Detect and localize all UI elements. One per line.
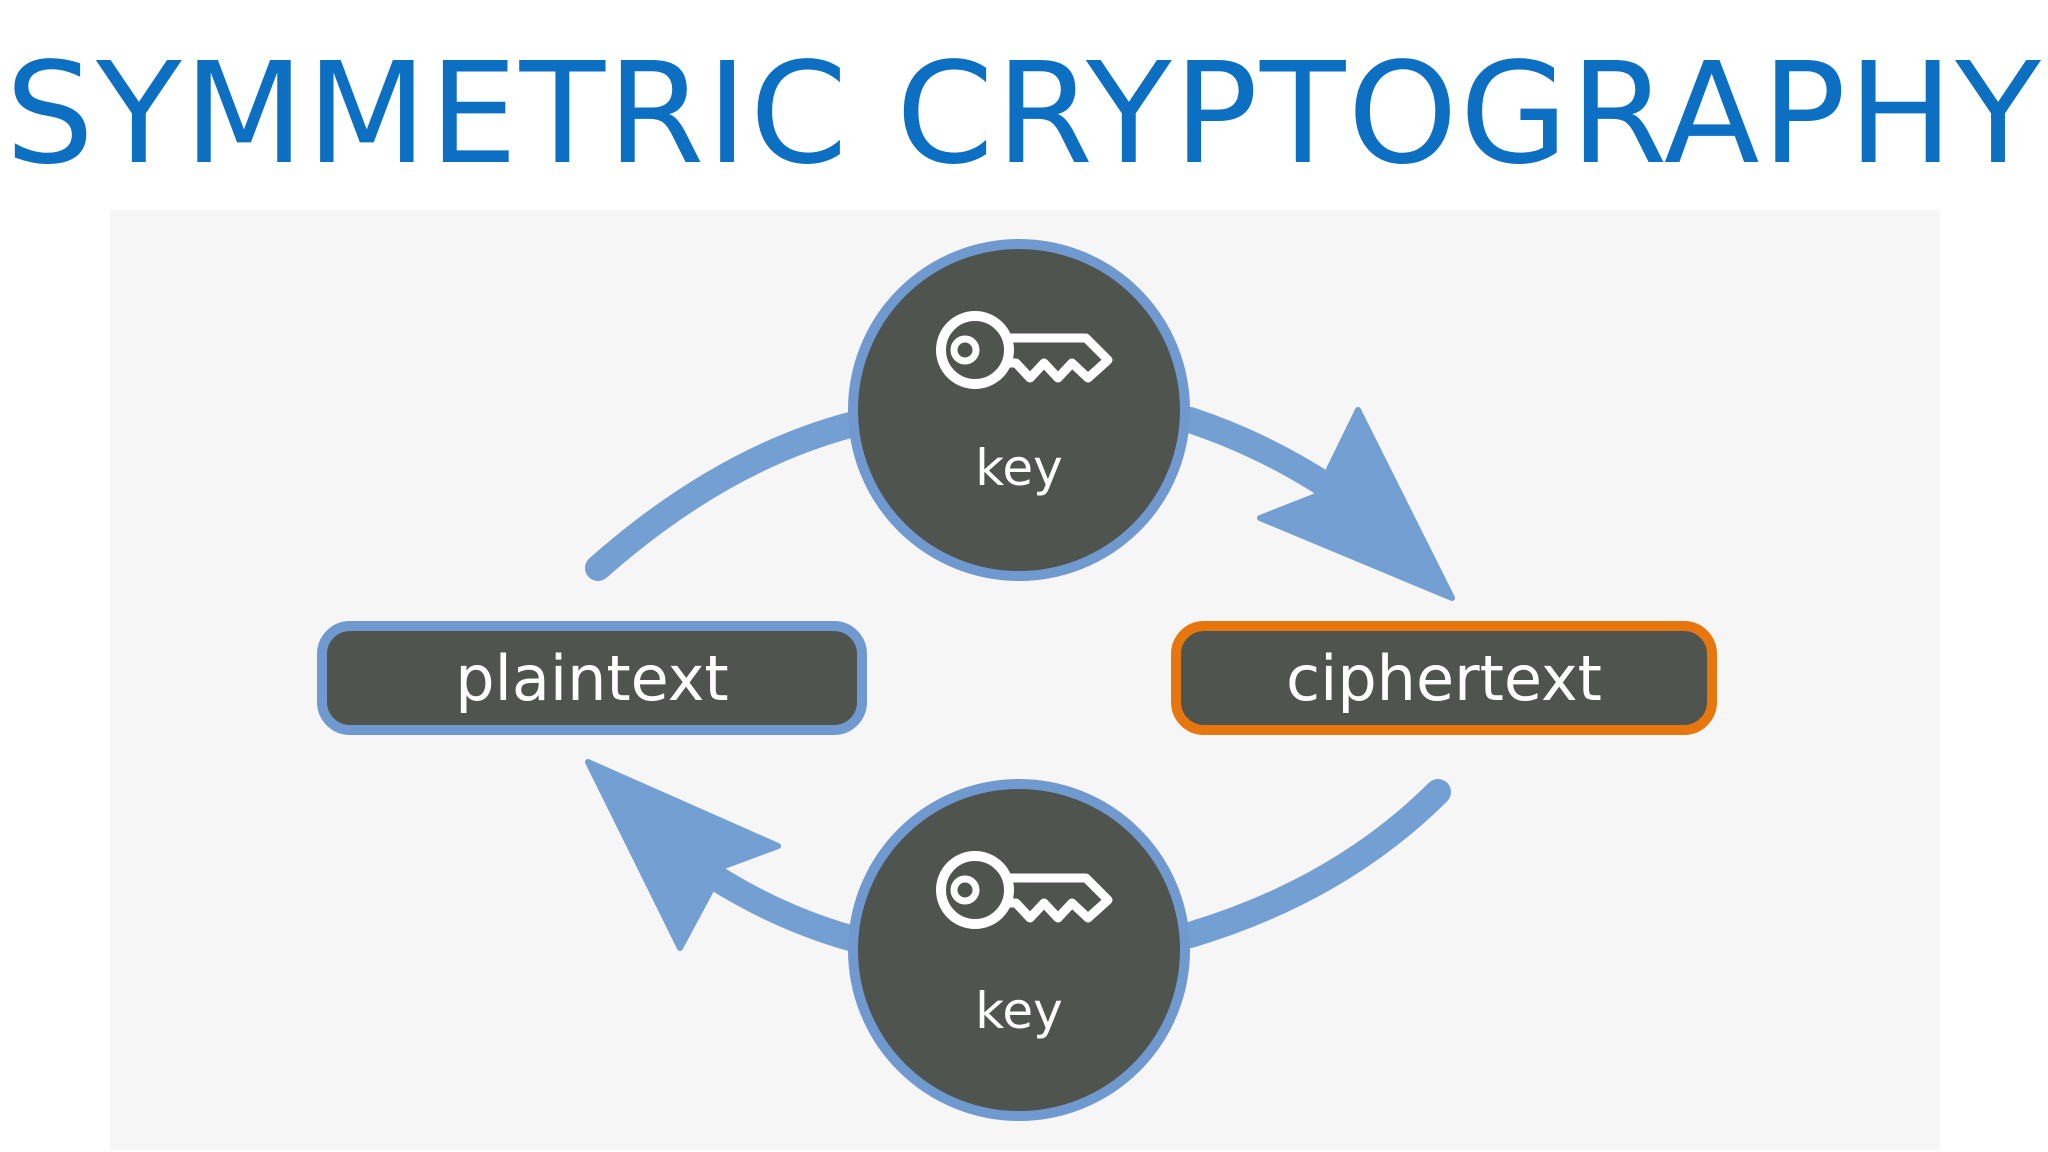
- ciphertext-node: ciphertext: [1171, 621, 1717, 735]
- key-node-bottom: key: [848, 779, 1190, 1121]
- key-icon: [936, 851, 1113, 929]
- ciphertext-label: ciphertext: [1286, 642, 1602, 715]
- encrypt-arrowhead: [1257, 407, 1455, 601]
- encrypt-arrow: [585, 407, 1455, 601]
- decrypt-arrow-arc: [703, 779, 1451, 951]
- plaintext-label: plaintext: [455, 642, 728, 715]
- key-icon: [936, 311, 1113, 389]
- decrypt-arrowhead: [585, 759, 781, 951]
- diagram-title: SYMMETRIC CRYPTOGRAPHY: [5, 33, 2043, 196]
- key-node-top: key: [848, 239, 1190, 581]
- key-label-top: key: [975, 439, 1063, 497]
- plaintext-node: plaintext: [317, 621, 867, 735]
- key-label-bottom: key: [975, 982, 1063, 1040]
- encrypt-arrow-arc: [585, 407, 1343, 581]
- decrypt-arrow: [585, 759, 1451, 951]
